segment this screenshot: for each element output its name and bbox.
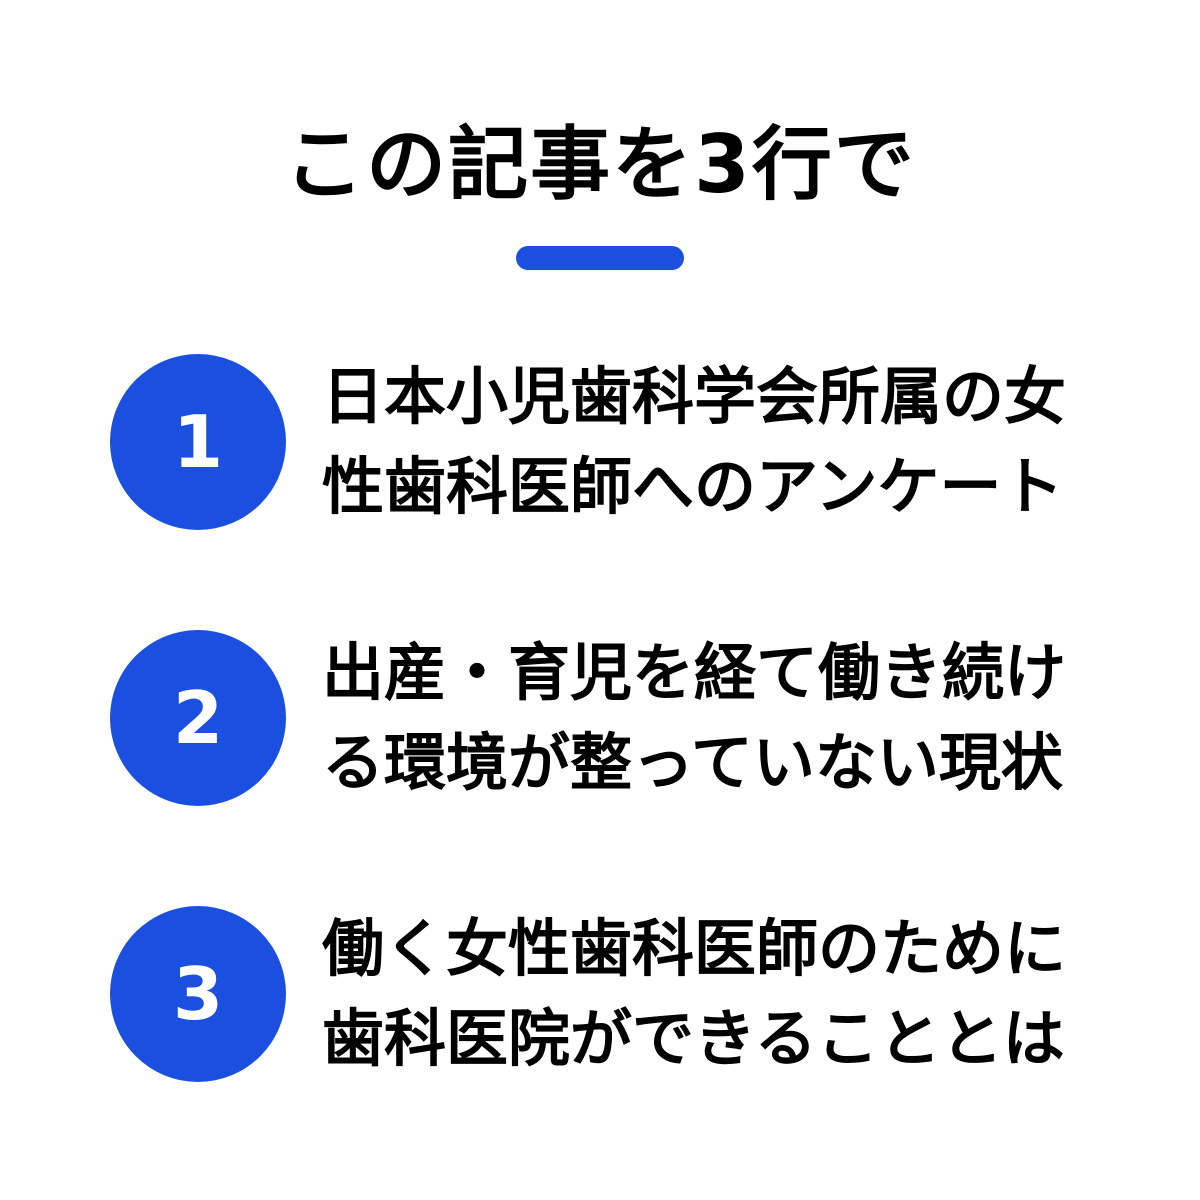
summary-line: 出産・育児を経て働き続け [322,636,1067,709]
summary-line: 日本小児歯科学会所属の女 [322,360,1067,433]
summary-item-2: 2 出産・育児を経て働き続け る環境が整っていない現状 [110,628,1110,808]
summary-text: 日本小児歯科学会所属の女 性歯科医師へのアンケート [322,352,1102,532]
number-badge: 2 [110,630,286,806]
summary-text: 働く女性歯科医師のために 歯科医院ができることとは [322,904,1102,1084]
summary-line: 性歯科医師へのアンケート [322,450,1064,523]
summary-line: る環境が整っていない現状 [322,726,1063,799]
page-title: この記事を3行で [284,118,916,211]
summary-line: 働く女性歯科医師のために [322,912,1067,985]
title-underline [516,246,684,270]
number-badge: 1 [110,354,286,530]
summary-line: 歯科医院ができることとは [322,1002,1065,1075]
summary-text: 出産・育児を経て働き続け る環境が整っていない現状 [322,628,1102,808]
summary-item-3: 3 働く女性歯科医師のために 歯科医院ができることとは [110,904,1110,1084]
number-badge: 3 [110,906,286,1082]
summary-item-1: 1 日本小児歯科学会所属の女 性歯科医師へのアンケート [110,352,1110,532]
